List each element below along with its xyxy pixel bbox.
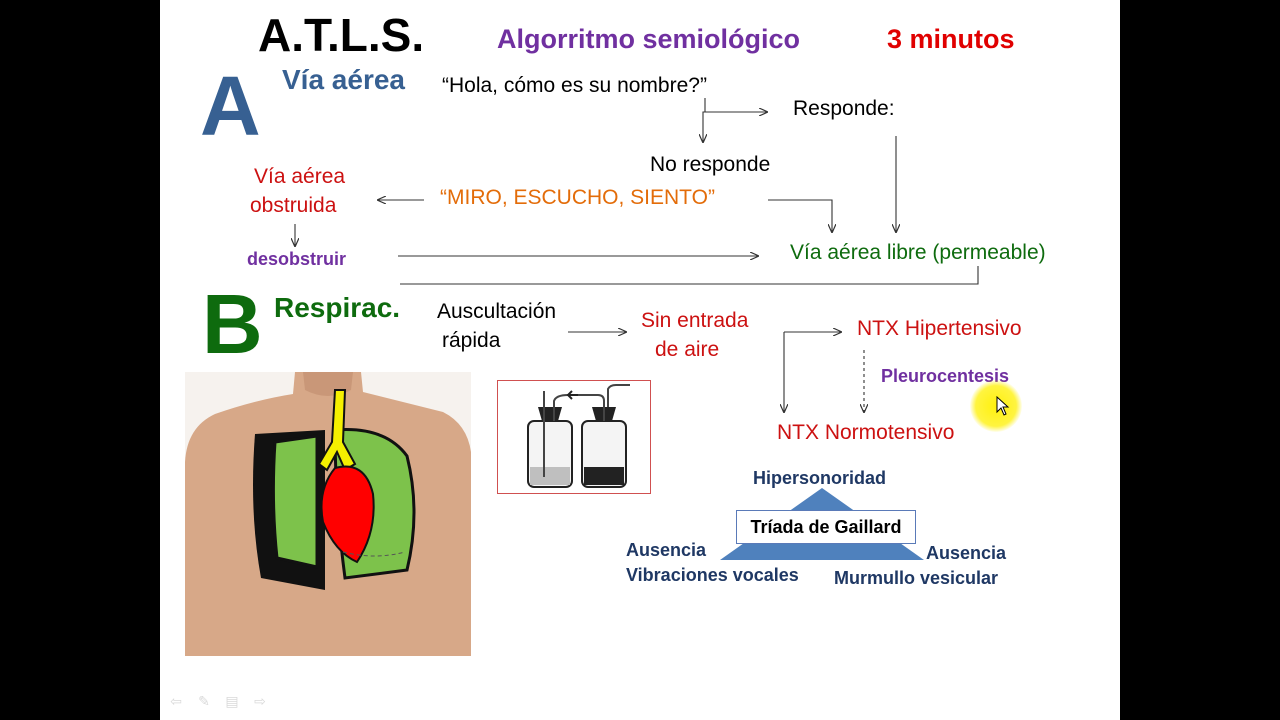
- question-text: “Hola, cómo es su nombre?”: [442, 74, 707, 97]
- next-slide-icon[interactable]: ⇨: [254, 694, 266, 710]
- triad-right-line2: Murmullo vesicular: [834, 568, 999, 588]
- pleurocentesis-text: Pleurocentesis: [881, 366, 1010, 386]
- pen-icon[interactable]: ✎: [198, 694, 210, 710]
- triad-left-line1: Ausencia: [626, 540, 707, 560]
- arrow-to-no-response: [703, 111, 710, 142]
- airway-clear-text: Vía aérea libre (permeable): [790, 241, 1046, 264]
- ntx-normotensive-text: NTX Normotensivo: [777, 421, 955, 444]
- section-b-heading: Respirac.: [274, 292, 401, 323]
- section-a-letter: A: [200, 59, 261, 153]
- drainage-bottles-illustration: [497, 380, 651, 494]
- section-a-heading: Vía aérea: [282, 64, 405, 95]
- duration-label: 3 minutos: [887, 24, 1015, 54]
- no-air-line2: de aire: [655, 338, 720, 361]
- arrow-to-responds: [704, 98, 767, 112]
- ntx-hypertensive-text: NTX Hipertensivo: [857, 317, 1022, 340]
- menu-icon[interactable]: ▤: [225, 694, 239, 710]
- page-subtitle: Algorritmo semiológico: [497, 24, 801, 54]
- mouse-pointer-icon: [996, 396, 1010, 416]
- section-b-letter: B: [202, 277, 263, 371]
- obstructed-line2: obstruida: [250, 194, 337, 217]
- slideshow-controls: ⇦ ✎ ▤ ⇨: [166, 694, 270, 710]
- no-air-line1: Sin entrada: [641, 309, 749, 332]
- chest-illustration: [185, 372, 471, 656]
- page-title: A.T.L.S.: [258, 9, 425, 61]
- triad-title-box: Tríada de Gaillard: [736, 510, 916, 544]
- slide: A.T.L.S. Algorritmo semiológico 3 minuto…: [160, 0, 1120, 720]
- triad-top-label: Hipersonoridad: [753, 468, 887, 488]
- arrow-to-airway-clear: [768, 199, 832, 232]
- previous-slide-icon[interactable]: ⇦: [170, 694, 182, 710]
- auscultation-line2: rápida: [442, 329, 501, 352]
- responds-text: Responde:: [793, 97, 895, 120]
- triad-right-line1: Ausencia: [926, 543, 1007, 563]
- no-response-text: No responde: [650, 153, 771, 176]
- connector-line: [400, 266, 979, 285]
- obstructed-line1: Vía aérea: [254, 165, 346, 188]
- triad-left-line2: Vibraciones vocales: [626, 565, 799, 585]
- look-listen-feel-text: “MIRO, ESCUCHO, SIENTO”: [440, 186, 715, 209]
- auscultation-line1: Auscultación: [437, 300, 557, 323]
- unblock-text: desobstruir: [247, 249, 347, 269]
- cursor-highlight: [970, 380, 1022, 432]
